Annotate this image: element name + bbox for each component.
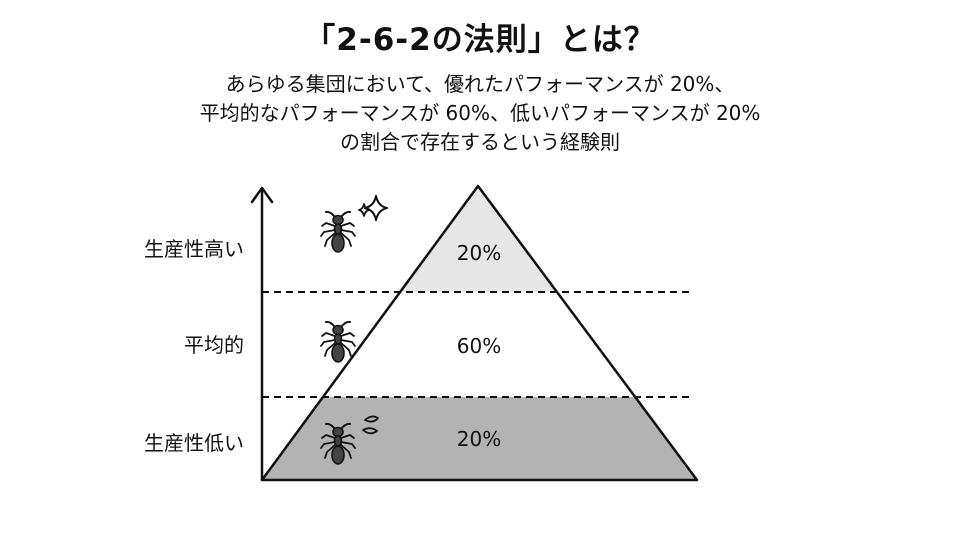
pyramid-outline bbox=[260, 184, 699, 482]
page-title: 「2-6-2の法則」とは？ bbox=[304, 22, 656, 58]
description-line-1: あらゆる集団において、優れたパフォーマンスが 20%、 bbox=[225, 72, 735, 96]
productivity-axis-arrow bbox=[250, 186, 274, 482]
percent-high: 20% bbox=[456, 241, 502, 265]
percent-average: 60% bbox=[456, 334, 502, 358]
ant-icon bbox=[320, 320, 356, 363]
description-line-2: 平均的なパフォーマンスが 60%、低いパフォーマンスが 20% bbox=[199, 101, 761, 125]
level-label-low: 生産性低い bbox=[144, 431, 244, 455]
description: あらゆる集団において、優れたパフォーマンスが 20%、 平均的なパフォーマンスが… bbox=[0, 70, 960, 157]
ant-with-sparkles-icon bbox=[320, 195, 388, 253]
ant-with-sweat-icon bbox=[320, 415, 379, 465]
band-top-fill bbox=[262, 186, 697, 292]
level-label-average: 平均的 bbox=[184, 333, 244, 357]
percent-low: 20% bbox=[456, 427, 502, 451]
level-label-high: 生産性高い bbox=[144, 237, 244, 261]
description-line-3: の割合で存在するという経験則 bbox=[340, 130, 620, 154]
